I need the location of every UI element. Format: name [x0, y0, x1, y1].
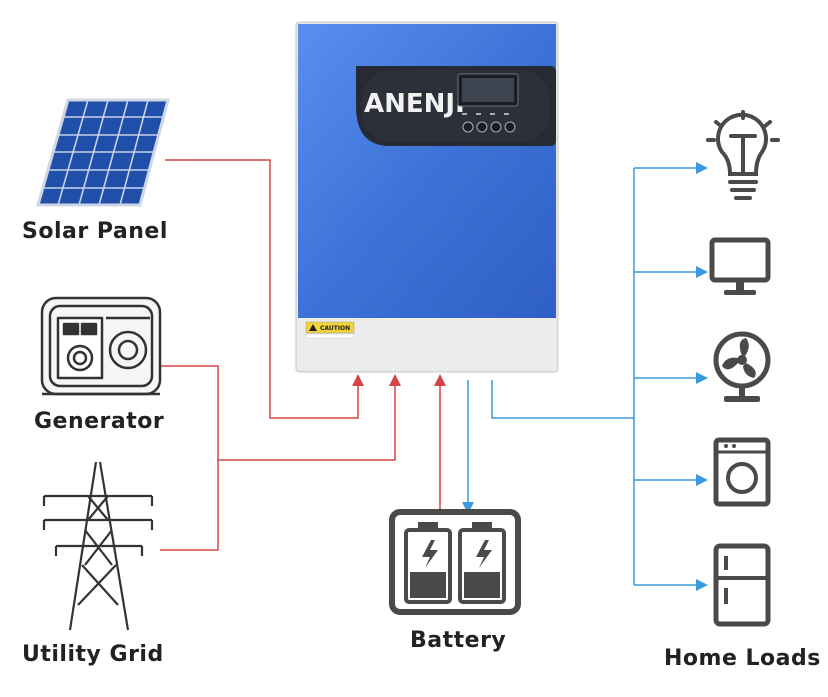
input-wiring: [160, 159, 446, 551]
output-wiring: [462, 162, 708, 591]
fan-icon: [713, 331, 771, 402]
solar-panel-icon: [36, 98, 170, 207]
solar-panel-label: Solar Panel: [22, 219, 168, 244]
refrigerator-icon: [713, 543, 771, 627]
washing-machine-icon: [713, 437, 771, 507]
svg-text:ANENJI: ANENJI: [364, 89, 465, 119]
utility-tower-icon: [42, 461, 154, 631]
inverter-unit: ANENJI CAUTION: [295, 21, 559, 373]
battery-icon: [389, 509, 521, 615]
battery-label: Battery: [410, 628, 507, 653]
utility-grid-label: Utility Grid: [22, 642, 164, 667]
generator-label: Generator: [34, 409, 165, 434]
monitor-icon: [709, 237, 771, 295]
light-bulb-icon: [706, 110, 780, 200]
caution-label: CAUTION: [320, 325, 350, 332]
inverter-brand: ANENJI: [364, 89, 465, 119]
home-loads-label: Home Loads: [664, 646, 821, 671]
generator-icon: [40, 296, 162, 396]
svg-text:CAUTION: CAUTION: [320, 325, 350, 332]
